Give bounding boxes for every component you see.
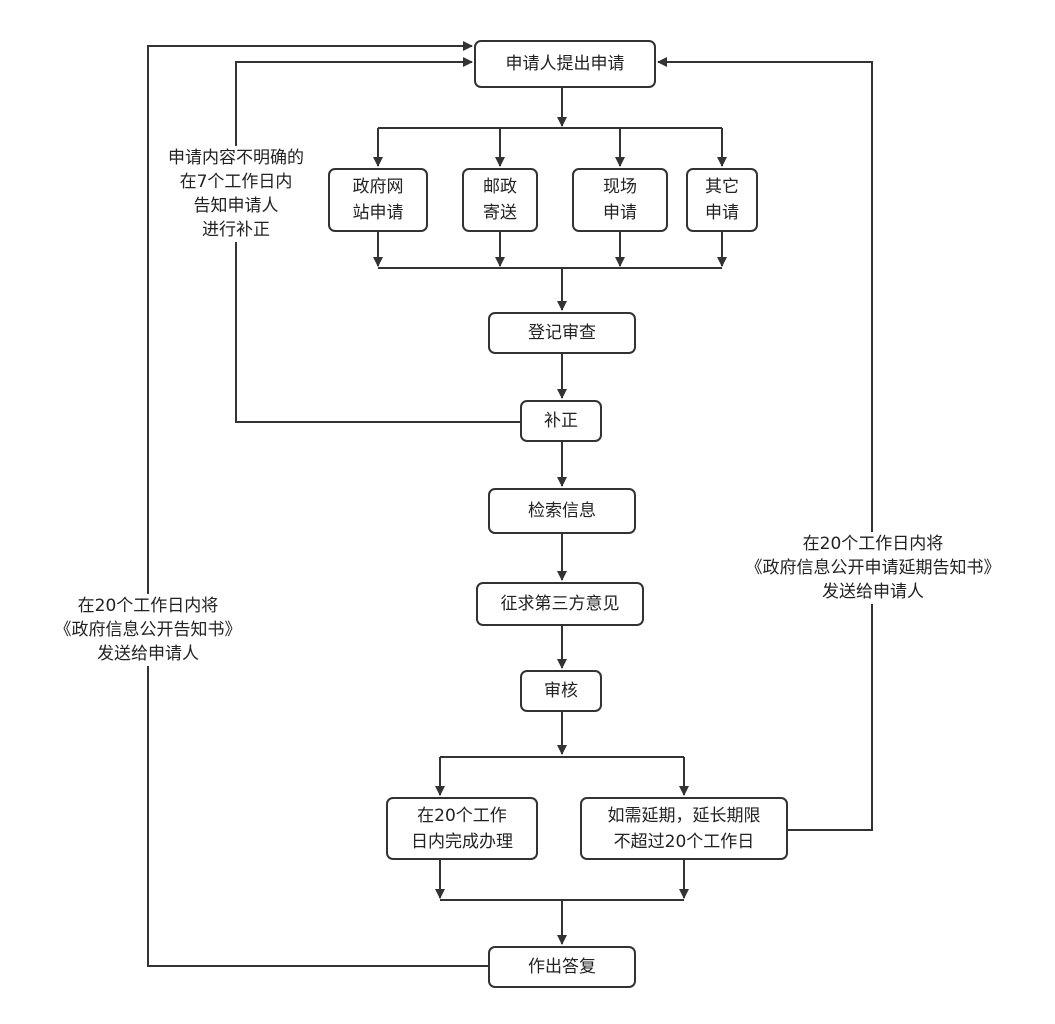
reply-node: 作出答复 bbox=[488, 946, 636, 988]
supplement-node: 补正 bbox=[520, 400, 602, 442]
third-party-node: 征求第三方意见 bbox=[476, 582, 644, 626]
supplement-note: 申请内容不明确的 在7个工作日内 告知申请人 进行补正 bbox=[152, 146, 320, 242]
apply-node: 申请人提出申请 bbox=[474, 40, 656, 88]
review-node: 审核 bbox=[520, 670, 602, 712]
extend-node: 如需延期，延长期限 不超过20个工作日 bbox=[580, 797, 788, 860]
complete-node: 在20个工作 日内完成办理 bbox=[386, 797, 538, 860]
search-info-node: 检索信息 bbox=[488, 488, 636, 534]
onsite-apply-node: 现场 申请 bbox=[572, 168, 668, 232]
extension-note: 在20个工作日内将 《政府信息公开申请延期告知书》 发送给申请人 bbox=[720, 532, 1026, 604]
register-review-node: 登记审查 bbox=[488, 312, 636, 354]
mail-apply-node: 邮政 寄送 bbox=[462, 168, 538, 232]
disclosure-note: 在20个工作日内将 《政府信息公开告知书》 发送给申请人 bbox=[40, 594, 256, 666]
website-apply-node: 政府网 站申请 bbox=[328, 168, 428, 232]
other-apply-node: 其它 申请 bbox=[686, 168, 758, 232]
